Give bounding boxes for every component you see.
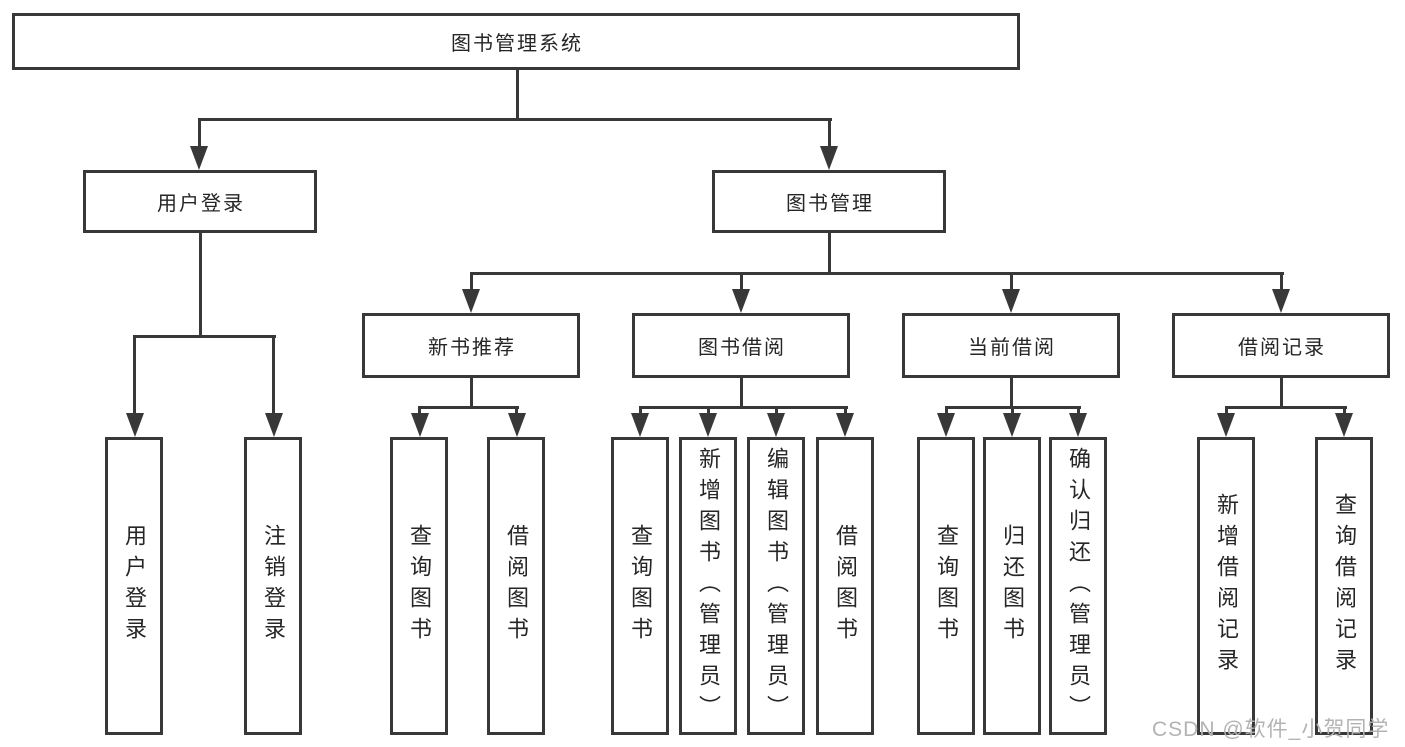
leaf-user-login: 用户登录 [105, 437, 163, 735]
arrow-down-icon [631, 413, 649, 437]
leaf-query-books-current: 查询图书 [917, 437, 975, 735]
arrow-down-icon [732, 289, 750, 313]
arrow-down-icon [462, 289, 480, 313]
watermark: CSDN @软件_小贺同学 [1152, 718, 1390, 741]
leaf-borrow-books-recommend: 借阅图书 [487, 437, 545, 735]
connector-drop-leaf [1225, 406, 1228, 418]
leaf-query-books-recommend: 查询图书 [390, 437, 448, 735]
leaf-query-books-borrow: 查询图书 [611, 437, 669, 735]
connector-new-book-stem [470, 378, 473, 408]
arrow-down-icon [767, 413, 785, 437]
arrow-down-icon [937, 413, 955, 437]
connector-book-borrow-branch [640, 406, 848, 409]
connector-drop-leaf [272, 335, 275, 415]
connector-borrow-records-stem [1280, 378, 1283, 408]
arrow-down-icon [1335, 413, 1353, 437]
connector-drop-leaf [133, 335, 136, 415]
connector-user-login-branch [134, 335, 276, 338]
leaf-logout: 注销登录 [244, 437, 302, 735]
connector-current-borrow-stem [1010, 378, 1013, 408]
connector-book-borrow-stem [740, 378, 743, 408]
connector-drop-leaf [707, 406, 710, 418]
arrow-down-icon [836, 413, 854, 437]
connector-drop-leaf [775, 406, 778, 418]
connector-borrow-records-branch [1226, 406, 1347, 409]
leaf-confirm-return-admin: 确认归还（管理员） [1049, 437, 1107, 735]
connector-drop-book-management [828, 118, 831, 148]
arrow-down-icon [1069, 413, 1087, 437]
arrow-down-icon [265, 413, 283, 437]
connector-drop-leaf [639, 406, 642, 418]
node-library-management-system: 图书管理系统 [12, 13, 1020, 70]
arrow-down-icon [820, 146, 838, 170]
connector-drop-leaf [515, 406, 518, 418]
arrow-down-icon [508, 413, 526, 437]
connector-book-management-stem [828, 233, 831, 275]
connector-drop-level3 [1280, 272, 1283, 292]
node-book-management: 图书管理 [712, 170, 946, 233]
arrow-down-icon [699, 413, 717, 437]
connector-root-stem [516, 70, 519, 118]
connector-drop-leaf [1011, 406, 1014, 418]
node-current-borrow: 当前借阅 [902, 313, 1120, 378]
leaf-borrow-books: 借阅图书 [816, 437, 874, 735]
connector-drop-level3 [470, 272, 473, 292]
node-book-borrow: 图书借阅 [632, 313, 850, 378]
connector-drop-leaf [418, 406, 421, 418]
connector-book-management-branch [471, 272, 1284, 275]
connector-user-login-stem [199, 233, 202, 337]
connector-drop-leaf [1077, 406, 1080, 418]
connector-root-branch [199, 118, 832, 121]
leaf-add-books-admin: 新增图书（管理员） [679, 437, 737, 735]
node-user-login: 用户登录 [83, 170, 317, 233]
connector-drop-user-login [198, 118, 201, 148]
connector-drop-level3 [740, 272, 743, 292]
arrow-down-icon [1003, 413, 1021, 437]
leaf-return-books: 归还图书 [983, 437, 1041, 735]
node-borrow-records: 借阅记录 [1172, 313, 1390, 378]
connector-drop-leaf [844, 406, 847, 418]
leaf-query-borrow-record: 查询借阅记录 [1315, 437, 1373, 735]
connector-new-book-branch [419, 406, 519, 409]
arrow-down-icon [1272, 289, 1290, 313]
arrow-down-icon [190, 146, 208, 170]
leaf-add-borrow-record: 新增借阅记录 [1197, 437, 1255, 735]
arrow-down-icon [1002, 289, 1020, 313]
arrow-down-icon [126, 413, 144, 437]
leaf-edit-books-admin: 编辑图书（管理员） [747, 437, 805, 735]
node-new-book-recommend: 新书推荐 [362, 313, 580, 378]
connector-drop-leaf [945, 406, 948, 418]
connector-drop-level3 [1010, 272, 1013, 292]
arrow-down-icon [411, 413, 429, 437]
arrow-down-icon [1217, 413, 1235, 437]
connector-drop-leaf [1343, 406, 1346, 418]
